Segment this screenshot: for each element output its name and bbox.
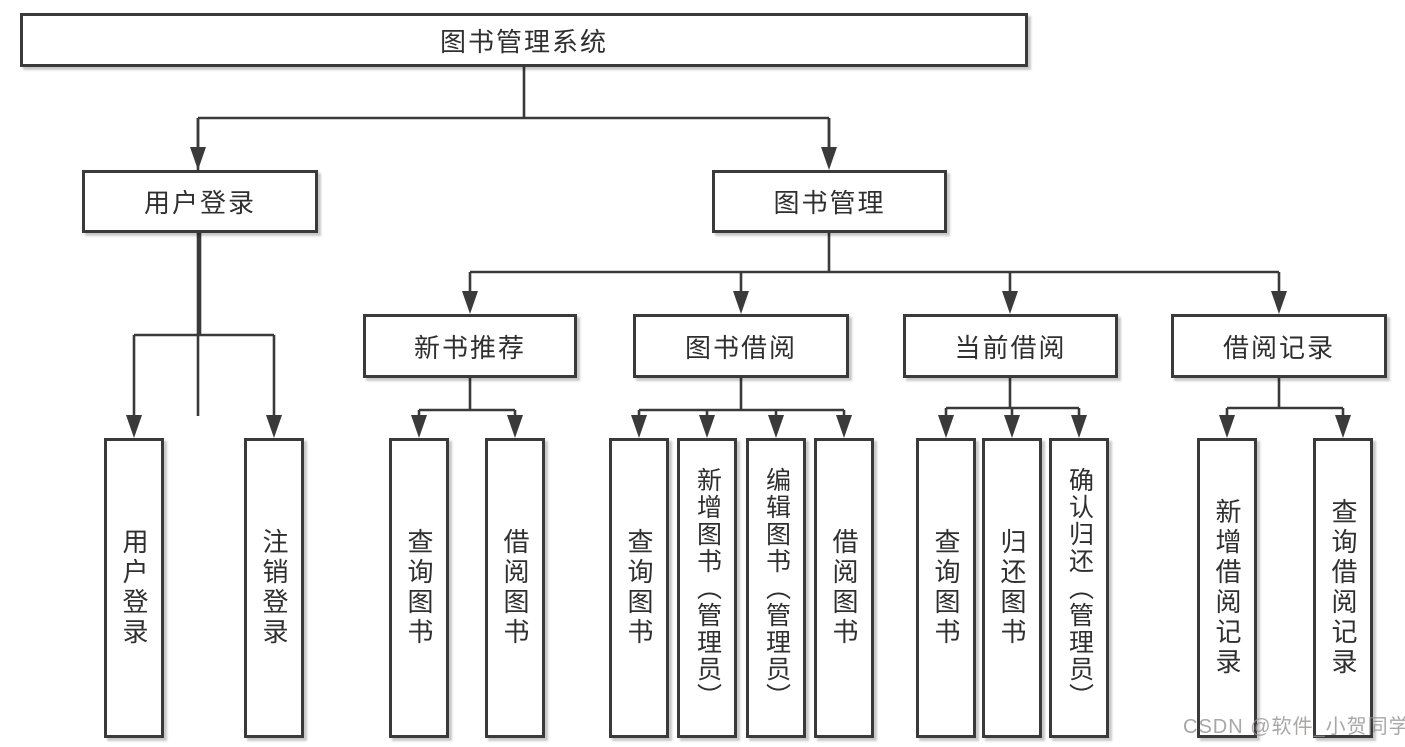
arrowhead xyxy=(507,415,523,438)
arrowhead xyxy=(821,147,837,170)
edge-records-trunk xyxy=(1225,378,1345,418)
arrowhead xyxy=(768,415,784,438)
edge-newbook-trunk xyxy=(417,378,517,418)
leaf-return-book: 归还图书 xyxy=(982,438,1042,738)
leaf-query-borrow-record: 查询借阅记录 xyxy=(1313,438,1373,738)
leaf-borrow-books-label: 借阅图书 xyxy=(829,528,859,648)
arrowhead xyxy=(1219,415,1235,438)
leaf-query-books-current-label: 查询图书 xyxy=(931,528,961,648)
node-book-borrow: 图书借阅 xyxy=(633,314,849,378)
node-current-borrow-label: 当前借阅 xyxy=(954,332,1067,363)
watermark: CSDN @软件_小贺同学 xyxy=(1183,716,1405,738)
arrowhead xyxy=(938,415,954,438)
node-user-login-label: 用户登录 xyxy=(143,188,256,218)
edge-userlogin-trunk xyxy=(132,233,276,418)
leaf-add-book-admin: 新增图书（管理员） xyxy=(677,438,737,738)
arrowhead xyxy=(190,147,206,170)
leaf-query-books-borrow-label: 查询图书 xyxy=(624,528,654,648)
arrowhead xyxy=(126,415,142,438)
node-book-management: 图书管理 xyxy=(712,170,947,233)
leaf-logout-label: 注销登录 xyxy=(259,528,289,648)
arrowhead xyxy=(1071,415,1087,438)
leaf-confirm-return-admin: 确认归还（管理员） xyxy=(1049,438,1109,738)
node-new-book-recommend: 新书推荐 xyxy=(363,314,577,378)
leaf-user-login: 用户登录 xyxy=(104,438,164,738)
edge-bookmgmt-trunk xyxy=(468,233,1281,294)
leaf-query-books-borrow: 查询图书 xyxy=(609,438,669,738)
leaf-query-books-recommend: 查询图书 xyxy=(389,438,449,738)
arrowhead xyxy=(1335,415,1351,438)
leaf-user-login-label: 用户登录 xyxy=(119,528,149,648)
edge-current-trunk xyxy=(944,378,1081,418)
arrowhead xyxy=(1004,415,1020,438)
arrowhead xyxy=(631,415,647,438)
arrowhead xyxy=(1002,291,1018,314)
leaf-add-book-admin-label: 新增图书（管理员） xyxy=(693,466,722,710)
node-user-login: 用户登录 xyxy=(82,170,318,233)
edge-borrow-trunk xyxy=(637,378,846,418)
arrowhead xyxy=(266,415,282,438)
leaf-borrow-books-recommend-label: 借阅图书 xyxy=(500,528,530,648)
leaf-borrow-books-recommend: 借阅图书 xyxy=(485,438,545,738)
leaf-query-borrow-record-label: 查询借阅记录 xyxy=(1328,498,1358,678)
leaf-confirm-return-admin-label: 确认归还（管理员） xyxy=(1065,466,1094,710)
leaf-edit-book-admin-label: 编辑图书（管理员） xyxy=(762,466,791,710)
arrowhead xyxy=(1271,291,1287,314)
arrowhead xyxy=(462,291,478,314)
node-new-book-recommend-label: 新书推荐 xyxy=(413,332,526,363)
leaf-edit-book-admin: 编辑图书（管理员） xyxy=(746,438,806,738)
node-current-borrow: 当前借阅 xyxy=(903,314,1118,378)
leaf-add-borrow-record-label: 新增借阅记录 xyxy=(1212,498,1242,678)
node-borrow-records: 借阅记录 xyxy=(1171,314,1387,378)
leaf-add-borrow-record: 新增借阅记录 xyxy=(1197,438,1257,738)
node-borrow-records-label: 借阅记录 xyxy=(1222,332,1335,363)
node-book-management-label: 图书管理 xyxy=(773,188,886,218)
node-root-label: 图书管理系统 xyxy=(439,26,608,57)
arrowhead xyxy=(733,291,749,314)
leaf-query-books-current: 查询图书 xyxy=(916,438,976,738)
node-root: 图书管理系统 xyxy=(20,13,1028,67)
leaf-logout: 注销登录 xyxy=(244,438,304,738)
arrowhead xyxy=(699,415,715,438)
node-book-borrow-label: 图书借阅 xyxy=(684,332,797,363)
leaf-return-book-label: 归还图书 xyxy=(997,528,1027,648)
arrowhead xyxy=(836,415,852,438)
leaf-borrow-books: 借阅图书 xyxy=(814,438,874,738)
arrowhead xyxy=(411,415,427,438)
leaf-query-books-recommend-label: 查询图书 xyxy=(404,528,434,648)
